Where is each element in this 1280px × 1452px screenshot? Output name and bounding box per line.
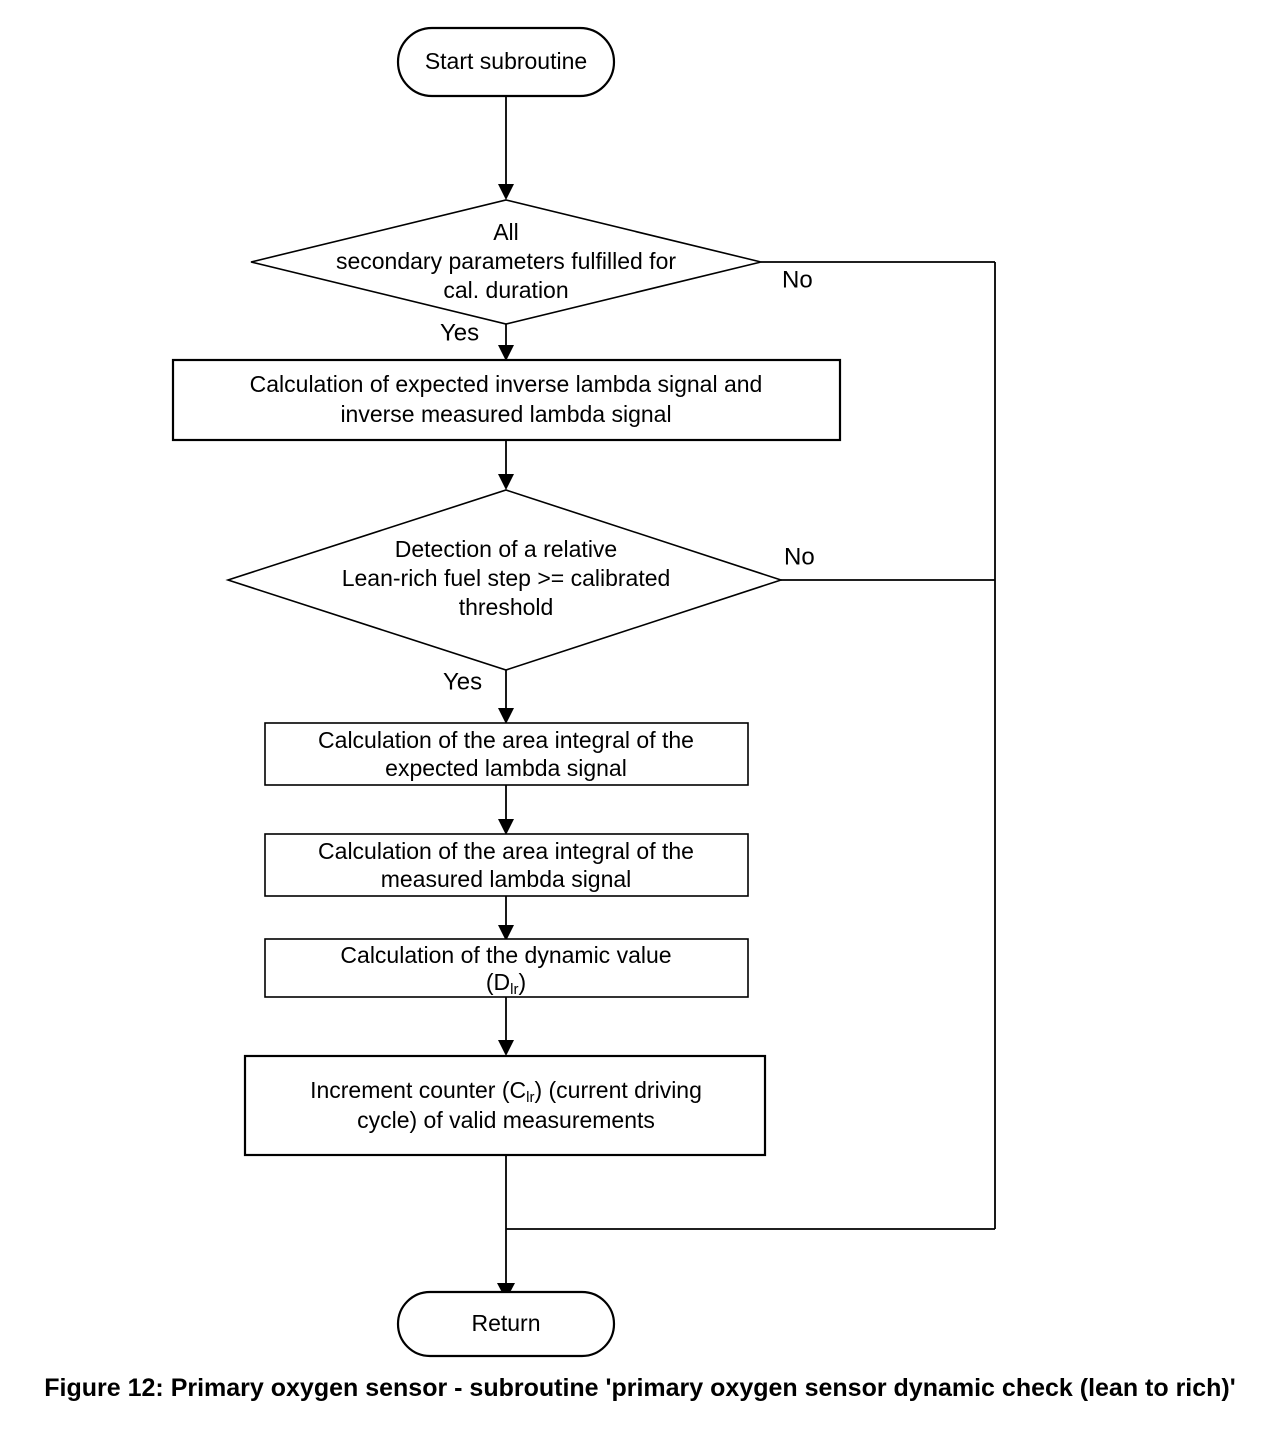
figure-caption: Figure 12: Primary oxygen sensor - subro…	[44, 1374, 1236, 1402]
node-decision-secondary-params	[250, 199, 762, 325]
edge-label-secondary-no: No	[782, 266, 813, 293]
counter-part2: ) (current driving	[534, 1077, 701, 1103]
node-process-dynamic-line2: (Dlr)	[486, 969, 526, 998]
node-decision-fuel-line1: Detection of a relative	[395, 536, 617, 562]
node-process-measured-line2: measured lambda signal	[381, 866, 632, 892]
dynamic-value-subscript: lr	[510, 981, 518, 998]
edge-label-secondary-yes: Yes	[440, 319, 479, 346]
arrowhead-process-inverse-in	[498, 345, 514, 361]
node-decision-secondary-line2: secondary parameters fulfilled for	[336, 248, 676, 274]
node-return-terminator	[396, 1290, 616, 1358]
node-process-inverse-line2: inverse measured lambda signal	[340, 401, 671, 427]
node-decision-secondary-line3: cal. duration	[443, 277, 568, 303]
node-decision-fuel-line3: threshold	[459, 594, 554, 620]
node-start-terminator	[396, 26, 616, 98]
node-decision-secondary-line1: All	[493, 219, 519, 245]
counter-subscript: lr	[526, 1089, 534, 1106]
edge-label-fuel-yes: Yes	[443, 668, 482, 695]
counter-part1: Increment counter (C	[310, 1077, 526, 1103]
node-process-expected-line1: Calculation of the area integral of the	[318, 727, 694, 753]
arrowhead-process-dynamic-in	[498, 925, 514, 941]
arrowhead-decision-secondary-in	[498, 184, 514, 200]
node-process-inverse-lambda	[171, 358, 842, 442]
node-decision-fuel-line2: Lean-rich fuel step >= calibrated	[342, 565, 671, 591]
dynamic-value-suffix: )	[518, 969, 526, 995]
arrowhead-process-expected-in	[498, 708, 514, 724]
node-process-inverse-line1: Calculation of expected inverse lambda s…	[250, 371, 763, 397]
edge-label-fuel-no: No	[784, 543, 815, 570]
node-process-expected-line2: expected lambda signal	[385, 755, 627, 781]
node-process-dynamic-value	[264, 938, 749, 998]
dynamic-value-prefix: (D	[486, 969, 510, 995]
arrowhead-process-counter-in	[498, 1040, 514, 1056]
node-process-counter-line2: cycle) of valid measurements	[357, 1107, 655, 1133]
node-process-measured-integral	[264, 833, 749, 897]
arrowhead-process-measured-in	[498, 819, 514, 835]
node-process-counter-line1: Increment counter (Clr) (current driving	[310, 1077, 702, 1106]
node-process-measured-line1: Calculation of the area integral of the	[318, 838, 694, 864]
node-process-expected-integral	[264, 722, 749, 786]
arrowhead-decision-fuel-in	[498, 474, 514, 490]
node-start-label: Start subroutine	[425, 48, 587, 74]
node-process-dynamic-line1: Calculation of the dynamic value	[340, 942, 671, 968]
node-return-label: Return	[471, 1310, 540, 1336]
node-process-increment-counter	[243, 1054, 767, 1157]
node-decision-fuel-step	[225, 489, 784, 671]
